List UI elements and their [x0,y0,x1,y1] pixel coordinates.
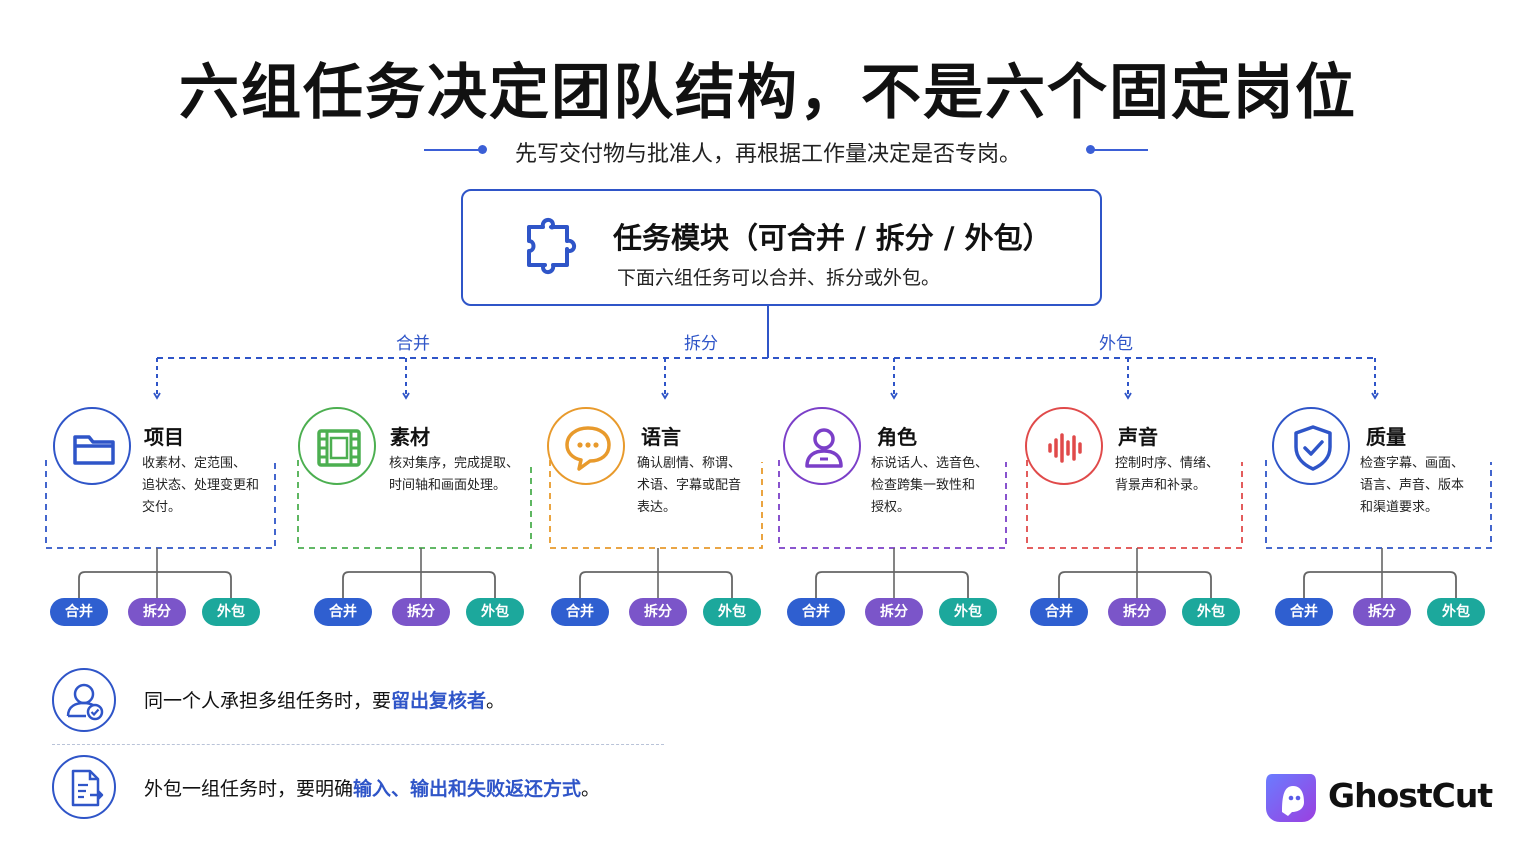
module-description: 下面六组任务可以合并、拆分或外包。 [617,267,941,289]
card-description-line: 确认剧情、称谓、 [637,456,742,471]
option-branch-2 [342,571,496,598]
option-branch-4 [815,571,969,598]
merge-button[interactable]: 合并 [1275,598,1333,626]
card-frame-6 [1265,460,1492,549]
split-button[interactable]: 拆分 [865,598,923,626]
card-frame-4 [778,460,1007,549]
outsource-button[interactable]: 外包 [202,598,260,626]
drop-arrow-1 [153,392,161,400]
split-button[interactable]: 拆分 [629,598,687,626]
option-branch-5 [1058,571,1212,598]
card-title: 质量 [1366,425,1406,449]
note-reviewer-text: 同一个人承担多组任务时，要 [144,690,392,712]
note-outsource-text: 外包一组任务时，要明确 [144,778,354,800]
split-button[interactable]: 拆分 [392,598,450,626]
split-button[interactable]: 拆分 [1108,598,1166,626]
card-frame-2 [297,460,532,549]
card-description: 核对集序，完成提取、时间轴和画面处理。 [389,453,519,497]
person-icon [783,407,861,485]
split-button[interactable]: 拆分 [128,598,186,626]
shield-check-icon [1272,407,1350,485]
outsource-button[interactable]: 外包 [466,598,524,626]
card-description-line: 语言、声音、版本 [1360,478,1465,493]
drop-arrow-6 [1371,392,1379,400]
subtitle-row: 先写交付物与批准人，再根据工作量决定是否专岗。 [0,136,1536,167]
user-check-icon [52,668,116,732]
note-outsource-highlight: 输入、输出和失败返还方式 [353,778,582,800]
document-export-icon [52,755,116,819]
card-title: 声音 [1118,425,1158,449]
card-description: 确认剧情、称谓、术语、字幕或配音表达。 [637,453,741,519]
card-title: 项目 [144,425,184,449]
card-description-line: 术语、字幕或配音 [637,478,742,493]
branch-label-split: 拆分 [684,334,718,354]
note-divider [52,744,664,745]
note-reviewer-highlight: 留出复核者 [391,690,487,712]
ghostcut-logo [1266,774,1316,822]
branch-label-outsource: 外包 [1099,334,1133,354]
card-description-line: 检查字幕、画面、 [1360,456,1465,471]
note-reviewer: 同一个人承担多组任务时，要留出复核者。 [144,686,505,713]
note-reviewer-end: 。 [486,690,506,712]
drop-arrow-2 [402,392,410,400]
subtitle-line-left [424,149,482,151]
card-frame-1 [45,460,276,549]
card-title: 素材 [390,425,430,449]
merge-button[interactable]: 合并 [314,598,372,626]
sound-wave-icon [1025,407,1103,485]
brand-name: GhostCut [1328,776,1493,815]
option-branch-1 [78,571,232,598]
subtitle: 先写交付物与批准人，再根据工作量决定是否专岗。 [514,142,1021,167]
film-icon [298,407,376,485]
option-branch-6 [1303,571,1457,598]
chat-bubble-icon [547,407,625,485]
option-branch-3 [579,571,733,598]
merge-button[interactable]: 合并 [551,598,609,626]
module-title: 任务模块（可合并 / 拆分 / 外包） [613,221,1052,255]
card-description-line: 授权。 [871,500,911,515]
drop-arrow-5 [1124,392,1132,400]
task-module-box: 任务模块（可合并 / 拆分 / 外包） 下面六组任务可以合并、拆分或外包。 [461,189,1102,306]
drop-arrow-3 [661,392,669,400]
card-description: 检查字幕、画面、语言、声音、版本和渠道要求。 [1360,453,1464,519]
drop-arrow-4 [890,392,898,400]
outsource-button[interactable]: 外包 [703,598,761,626]
card-description-line: 背景声和补录。 [1115,478,1207,493]
branch-label-merge: 合并 [396,334,430,354]
card-description-line: 表达。 [637,500,677,515]
subtitle-dot-left [478,145,487,154]
merge-button[interactable]: 合并 [787,598,845,626]
card-description-line: 和渠道要求。 [1360,500,1439,515]
outsource-button[interactable]: 外包 [1182,598,1240,626]
card-description-line: 交付。 [142,500,182,515]
note-outsource: 外包一组任务时，要明确输入、输出和失败返还方式。 [144,774,600,801]
split-button[interactable]: 拆分 [1353,598,1411,626]
page-title: 六组任务决定团队结构，不是六个固定岗位 [179,58,1357,128]
outsource-button[interactable]: 外包 [1427,598,1485,626]
card-frame-5 [1026,460,1243,549]
card-description: 标说话人、选音色、检查跨集一致性和授权。 [871,453,988,519]
card-title: 角色 [877,425,917,449]
card-description-line: 核对集序，完成提取、 [389,456,520,471]
card-description: 控制时序、情绪、背景声和补录。 [1115,453,1219,497]
outsource-button[interactable]: 外包 [939,598,997,626]
card-frame-3 [549,460,763,549]
card-description-line: 收素材、定范围、 [142,456,247,471]
subtitle-line-right [1090,149,1148,151]
card-title: 语言 [641,425,681,449]
card-description-line: 时间轴和画面处理。 [389,478,507,493]
folder-icon [53,407,131,485]
card-description: 收素材、定范围、追状态、处理变更和交付。 [142,453,259,519]
card-description-line: 检查跨集一致性和 [871,478,976,493]
card-description-line: 标说话人、选音色、 [871,456,989,471]
merge-button[interactable]: 合并 [50,598,108,626]
merge-button[interactable]: 合并 [1030,598,1088,626]
puzzle-icon [527,218,576,274]
card-description-line: 控制时序、情绪、 [1115,456,1220,471]
note-outsource-end: 。 [581,778,601,800]
card-description-line: 追状态、处理变更和 [142,478,260,493]
